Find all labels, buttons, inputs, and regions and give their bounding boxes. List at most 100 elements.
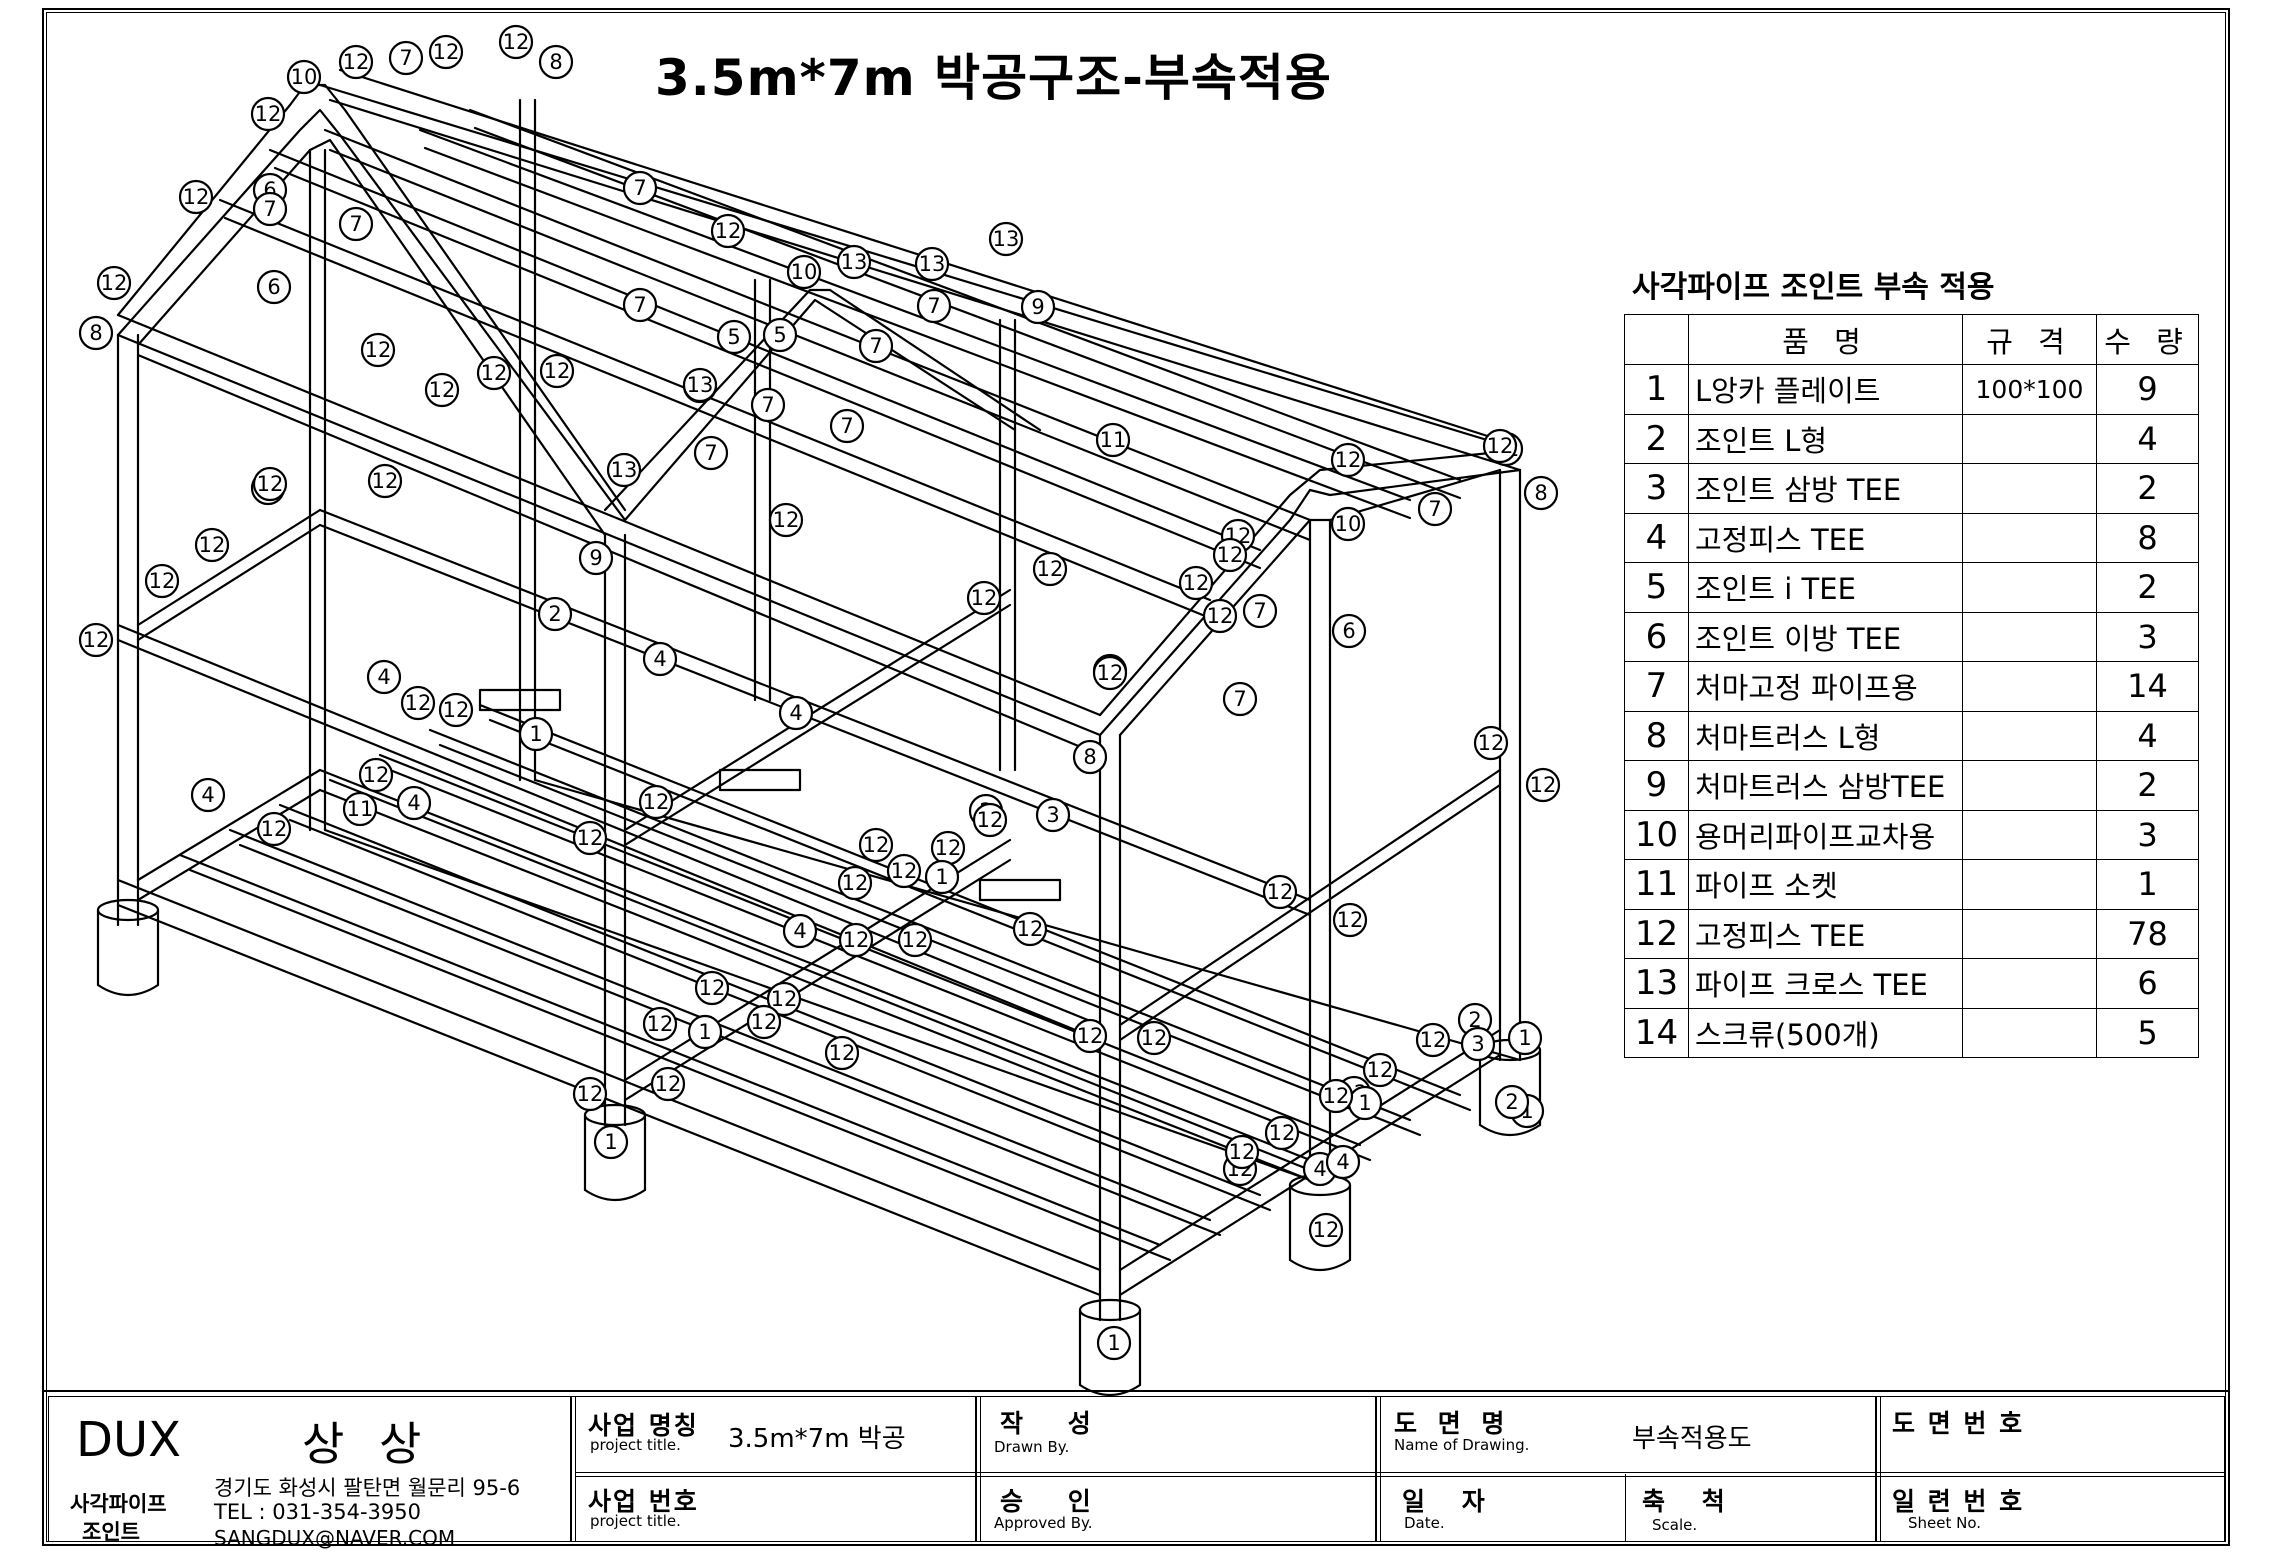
- callout-number: 12: [83, 628, 110, 652]
- part-name: 조인트 삼방 TEE: [1688, 463, 1963, 514]
- callout-balloon: [578, 540, 614, 576]
- part-callout: 13: [606, 452, 642, 488]
- callout-number: 12: [257, 472, 284, 496]
- part-spec: [1962, 611, 2097, 662]
- callout-balloon: [693, 435, 729, 471]
- part-callout: 12: [498, 24, 534, 60]
- part-callout: 4: [366, 659, 402, 695]
- callout-balloon: [286, 59, 322, 95]
- callout-balloon: [1362, 1052, 1398, 1088]
- callout-balloon: [1242, 593, 1278, 629]
- part-callout: 4: [396, 785, 432, 821]
- callout-balloon: [1222, 681, 1258, 717]
- callout-balloon: [836, 244, 872, 280]
- callout-balloon: [829, 408, 865, 444]
- part-callout: 13: [988, 221, 1024, 257]
- callout-number: 1: [1518, 1026, 1531, 1050]
- part-callout: 7: [622, 287, 658, 323]
- callout-balloon: [1415, 1022, 1451, 1058]
- part-callout: 8: [1523, 475, 1559, 511]
- callout-number: 7: [704, 441, 717, 465]
- part-callout: 5: [716, 319, 752, 355]
- company-division-line1: 사각파이프: [70, 1492, 167, 1516]
- part-callout: 12: [367, 463, 403, 499]
- callout-number: 5: [727, 325, 740, 349]
- callout-number: 1: [935, 865, 948, 889]
- date-label: 일 자: [1402, 1487, 1499, 1516]
- part-no: 5: [1624, 562, 1689, 613]
- part-callout: 12: [1362, 1052, 1398, 1088]
- callout-number: 2: [1468, 1008, 1481, 1032]
- part-callout: 7: [1417, 491, 1453, 527]
- part-no: 8: [1624, 710, 1689, 761]
- callout-number: 4: [201, 783, 214, 807]
- callout-number: 12: [1323, 1084, 1350, 1108]
- callout-number: 12: [863, 833, 890, 857]
- callout-number: 12: [935, 836, 962, 860]
- part-callout: 12: [1482, 428, 1518, 464]
- callout-number: 4: [789, 701, 802, 725]
- company-tel: TEL : 031-354-3950: [214, 1500, 421, 1524]
- company-brand: DUX: [76, 1412, 181, 1468]
- part-callout: 12: [1264, 1115, 1300, 1151]
- part-name: L앙카 플레이트: [1688, 364, 1963, 415]
- callout-balloon: [837, 865, 873, 901]
- callout-balloon: [1325, 1144, 1361, 1180]
- callout-number: 12: [577, 1082, 604, 1106]
- callout-balloon: [642, 641, 678, 677]
- part-callout: 12: [1032, 551, 1068, 587]
- callout-balloon: [824, 1035, 860, 1071]
- part-callout: 12: [972, 802, 1008, 838]
- part-callouts: 1012712128126712771268125710131313795713…: [78, 24, 1561, 1361]
- callout-number: 4: [407, 791, 420, 815]
- sheet-no-label: 일 련 번 호: [1892, 1487, 2025, 1516]
- part-spec: [1962, 512, 2097, 563]
- part-qty: 14: [2096, 661, 2199, 712]
- part-callout: 12: [638, 784, 674, 820]
- part-callout: 7: [388, 40, 424, 76]
- callout-balloon: [1072, 1018, 1108, 1054]
- part-callout: 12: [539, 353, 575, 389]
- part-no: 1: [1624, 364, 1689, 415]
- date-sub: Date.: [1404, 1514, 1445, 1532]
- part-qty: 5: [2096, 1007, 2199, 1058]
- callout-number: 12: [429, 378, 456, 402]
- part-callout: 12: [1332, 902, 1368, 938]
- callout-number: 12: [405, 691, 432, 715]
- part-name: 처마트러스 L형: [1688, 710, 1963, 761]
- part-callout: 8: [1072, 739, 1108, 775]
- callout-balloon: [190, 777, 226, 813]
- callout-balloon: [572, 820, 608, 856]
- part-callout: 7: [1222, 681, 1258, 717]
- callout-number: 12: [503, 30, 530, 54]
- callout-balloon: [252, 466, 288, 502]
- callout-number: 9: [1031, 295, 1044, 319]
- callout-number: 12: [647, 1012, 674, 1036]
- callout-number: 5: [773, 323, 786, 347]
- part-callout: 12: [768, 502, 804, 538]
- company-division-line2: 조인트: [82, 1520, 140, 1544]
- callout-number: 3: [1471, 1032, 1484, 1056]
- callout-number: 7: [1233, 687, 1246, 711]
- part-spec: [1962, 958, 2097, 1009]
- callout-balloon: [250, 96, 286, 132]
- callout-balloon: [1032, 551, 1068, 587]
- part-callout: 12: [766, 981, 802, 1017]
- part-callout: 12: [886, 853, 922, 889]
- callout-balloon: [1262, 874, 1298, 910]
- callout-number: 7: [869, 334, 882, 358]
- part-spec: [1962, 859, 2097, 910]
- parts-table-header-row: 품 명 규 격 수 량: [1624, 314, 2199, 365]
- part-callout: 12: [1308, 1212, 1344, 1248]
- callout-number: 7: [633, 176, 646, 200]
- part-callout: 12: [96, 265, 132, 301]
- part-callout: 12: [1262, 874, 1298, 910]
- part-callout: 7: [750, 387, 786, 423]
- part-spec: 100*100: [1962, 364, 2097, 415]
- part-callout: 12: [966, 580, 1002, 616]
- callout-balloon: [638, 784, 674, 820]
- part-no: 4: [1624, 512, 1689, 563]
- part-callout: 4: [642, 641, 678, 677]
